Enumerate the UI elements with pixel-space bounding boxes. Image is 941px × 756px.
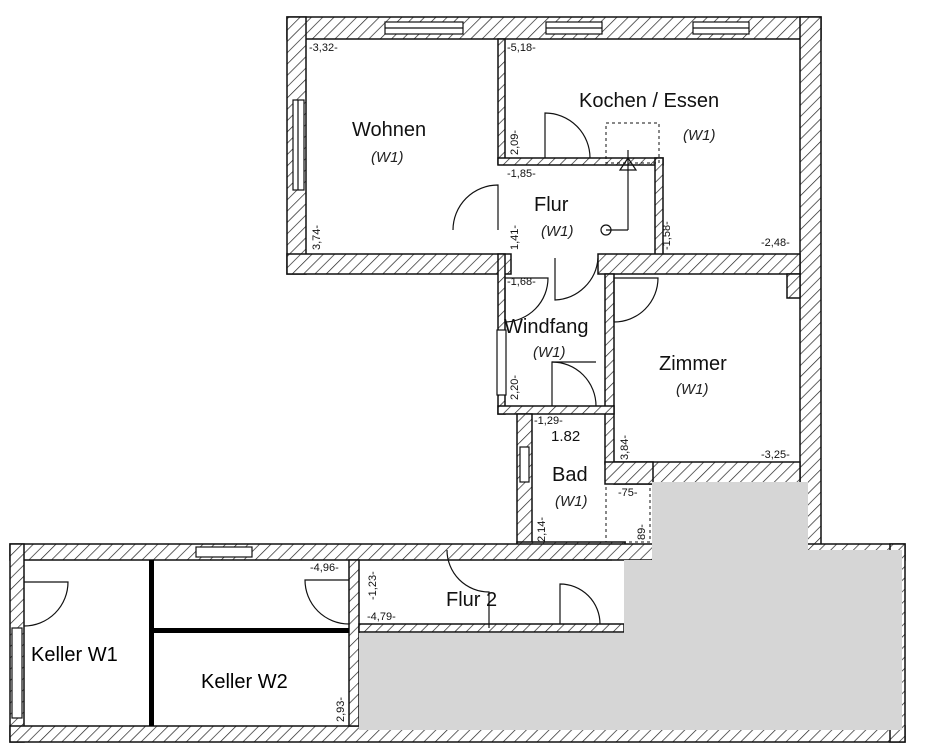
keller-partitions bbox=[149, 560, 349, 726]
dim-flur-height: 1,41- bbox=[509, 225, 521, 250]
room-bad-name: Bad bbox=[552, 464, 588, 486]
room-zimmer-name: Zimmer bbox=[659, 353, 727, 375]
dim-zimmer-width: -3,25- bbox=[761, 449, 790, 461]
room-zimmer-sub: (W1) bbox=[676, 381, 709, 398]
dim-zimmer-height: 3,84- bbox=[619, 435, 631, 460]
room-labels: Wohnen (W1) Kochen / Essen (W1) Flur (W1… bbox=[31, 90, 727, 693]
room-keller-w2-name: Keller W2 bbox=[201, 671, 288, 693]
room-bad-sub: (W1) bbox=[555, 493, 588, 510]
dim-kochen-bottom: -2,48- bbox=[761, 237, 790, 249]
dim-keller-width: -4,96- bbox=[310, 562, 339, 574]
room-flur-name: Flur bbox=[534, 194, 569, 216]
dim-flur-width: -1,85- bbox=[507, 168, 536, 180]
room-kochen-sub: (W1) bbox=[683, 127, 716, 144]
dim-bad-width: -1,29- bbox=[534, 415, 563, 427]
room-windfang-sub: (W1) bbox=[533, 344, 566, 361]
dim-flur2-width: -4,79- bbox=[367, 611, 396, 623]
room-wohnen-sub: (W1) bbox=[371, 149, 404, 166]
dim-windfang-width: -1,68- bbox=[507, 276, 536, 288]
dimension-labels: -3,32- -5,18- 2,09- -1,85- 3,74- 1,41- -… bbox=[309, 42, 790, 722]
dim-flur-right: -1,58- bbox=[661, 221, 673, 250]
room-flur-sub: (W1) bbox=[541, 223, 574, 240]
dim-bad-area: 1.82 bbox=[551, 428, 580, 445]
dim-windfang-height: 2,20- bbox=[509, 375, 521, 400]
dim-shaft-width: -75- bbox=[618, 487, 638, 499]
dim-wohnen-width: -3,32- bbox=[309, 42, 338, 54]
room-keller-w1-name: Keller W1 bbox=[31, 644, 118, 666]
doors bbox=[23, 112, 659, 628]
dim-kochen-width: -5,18- bbox=[507, 42, 536, 54]
room-wohnen-name: Wohnen bbox=[352, 119, 426, 141]
dim-shaft-height: 89- bbox=[636, 524, 648, 540]
dim-kochen-height: 2,09- bbox=[509, 130, 521, 155]
dim-wohnen-height: 3,74- bbox=[311, 225, 323, 250]
dim-bad-height: 2,14- bbox=[536, 517, 548, 542]
room-windfang-name: Windfang bbox=[504, 316, 589, 338]
dim-keller-height: 2,93- bbox=[335, 697, 347, 722]
shaft-symbols bbox=[600, 122, 660, 543]
room-kochen-name: Kochen / Essen bbox=[579, 90, 719, 112]
dim-flur2-height: -1,23- bbox=[367, 571, 379, 600]
room-flur2-name: Flur 2 bbox=[446, 589, 497, 611]
neighbor-area bbox=[359, 482, 902, 730]
upper-walls bbox=[286, 16, 822, 551]
